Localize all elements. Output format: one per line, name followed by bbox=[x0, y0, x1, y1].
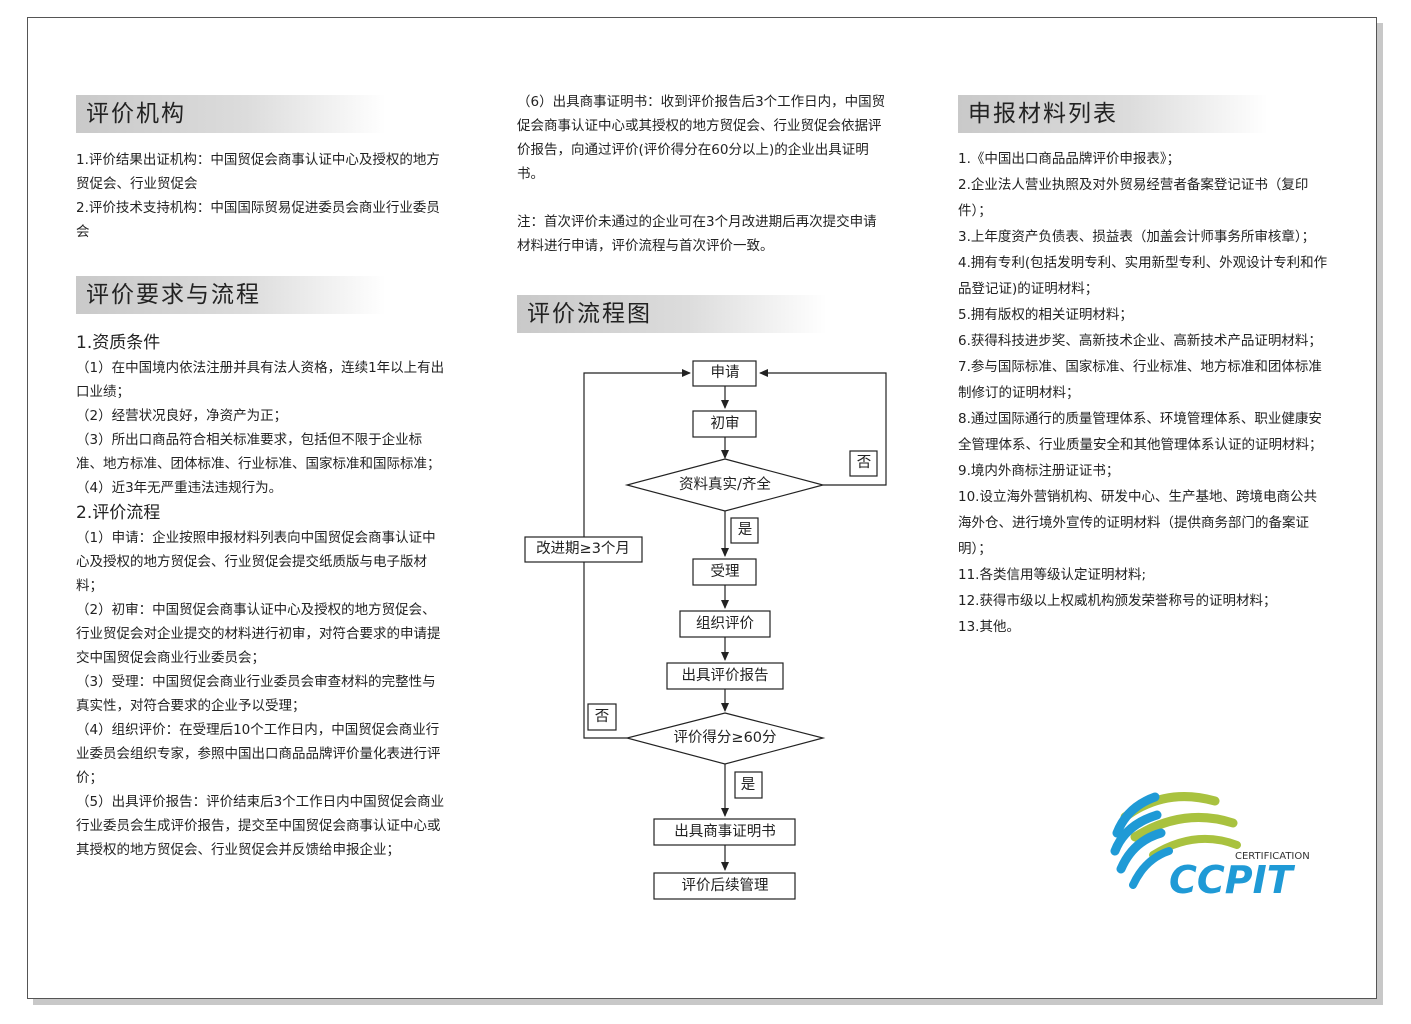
ccpit-logo: CERTIFICATION CCPIT bbox=[1110, 792, 1310, 902]
heading-requirements-process: 评价要求与流程 bbox=[76, 276, 386, 314]
node-apply bbox=[692, 360, 757, 387]
node-docs-check-text: 资料真实/齐全 bbox=[679, 475, 771, 493]
logo-certification-text: CERTIFICATION bbox=[1235, 851, 1310, 862]
process-item-3: （3）受理：中国贸促会商业行业委员会审查材料的完整性与真实性，对符合要求的企业予… bbox=[76, 674, 436, 714]
logo-ccpit-text: CCPIT bbox=[1169, 858, 1296, 902]
requirements-section: 1.资质条件 （1）在中国境内依法注册并具有法人资格，连续1年以上有出口业绩； … bbox=[76, 330, 446, 862]
logo-stripe-green-2 bbox=[1130, 812, 1238, 842]
logo-stripe-blue-1 bbox=[1112, 792, 1160, 838]
qualification-subheading: 1.资质条件 bbox=[76, 333, 161, 353]
node-organize bbox=[679, 610, 771, 638]
material-item: 3.上年度资产负债表、损益表（加盖会计师事务所审核章）； bbox=[958, 229, 1316, 245]
label-no1: 否 bbox=[857, 455, 872, 471]
logo-stripe-blue-4 bbox=[1129, 847, 1173, 889]
item6-block: （6）出具商事证明书：收到评价报告后3个工作日内，中国贸促会商事认证中心或其授权… bbox=[517, 90, 887, 186]
process-item-1: （1）申请：企业按照申报材料列表向中国贸促会商事认证中心及授权的地方贸促会、行业… bbox=[76, 530, 436, 594]
material-item: 1.《中国出口商品品牌评价申报表》； bbox=[958, 151, 1181, 167]
process-item-2: （2）初审：中国贸促会商事认证中心及授权的地方贸促会、行业贸促会对企业提交的材料… bbox=[76, 602, 441, 666]
process-item-6: （6）出具商事证明书：收到评价报告后3个工作日内，中国贸促会商事认证中心或其授权… bbox=[517, 94, 886, 182]
logo-stripe-blue-2 bbox=[1110, 810, 1162, 856]
note-text: 注：首次评价未通过的企业可在3个月改进期后再次提交申请材料进行申请，评价流程与首… bbox=[517, 214, 877, 254]
material-item: 10.设立海外营销机构、研发中心、生产基地、跨境电商公共海外仓、进行境外宣传的证… bbox=[958, 489, 1317, 557]
node-score-check-text: 评价得分≥60分 bbox=[673, 729, 776, 746]
heading-evaluation-org: 评价机构 bbox=[76, 95, 386, 133]
label-yes1-box bbox=[730, 517, 759, 544]
heading-flowchart: 评价流程图 bbox=[517, 295, 827, 333]
node-report bbox=[666, 662, 784, 690]
material-item: 9.境内外商标注册证证书； bbox=[958, 463, 1120, 479]
process-item-4: （4）组织评价：在受理后10个工作日内，中国贸促会商业行业委员会组织专家，参照中… bbox=[76, 722, 441, 786]
logo-stripe-blue-3 bbox=[1116, 828, 1166, 874]
qual-item-4: （4）近3年无严重违法违规行为。 bbox=[76, 480, 283, 496]
org-item-2: 2.评价技术支持机构：中国国际贸易促进委员会商业行业委员会 bbox=[76, 200, 440, 240]
material-item: 4.拥有专利(包括发明专利、实用新型专利、外观设计专利和作品登记证)的证明材料； bbox=[958, 255, 1328, 297]
material-item: 13.其他。 bbox=[958, 619, 1020, 635]
label-no2-box bbox=[587, 703, 617, 731]
node-initial-review bbox=[692, 410, 757, 438]
node-initial-review-text: 初审 bbox=[711, 415, 740, 432]
materials-list: 1.《中国出口商品品牌评价申报表》； 2.企业法人营业执照及对外贸易经营者备案登… bbox=[958, 146, 1330, 640]
label-yes1: 是 bbox=[738, 522, 753, 538]
qual-item-1: （1）在中国境内依法注册并具有法人资格，连续1年以上有出口业绩； bbox=[76, 360, 445, 400]
node-report-text: 出具评价报告 bbox=[682, 667, 769, 684]
node-score-check bbox=[624, 712, 826, 765]
qual-item-2: （2）经营状况良好，净资产为正； bbox=[76, 408, 288, 424]
material-item: 5.拥有版权的相关证明材料； bbox=[958, 307, 1133, 323]
label-yes2: 是 bbox=[741, 777, 756, 793]
node-certificate bbox=[653, 818, 796, 846]
process-item-5: （5）出具评价报告：评价结束后3个工作日内中国贸促会商业行业委员会生成评价报告，… bbox=[76, 794, 445, 858]
label-no1-box bbox=[849, 450, 878, 477]
label-no2: 否 bbox=[595, 709, 610, 725]
node-improve-text: 改进期≥3个月 bbox=[536, 540, 630, 557]
material-item: 8.通过国际通行的质量管理体系、环境管理体系、职业健康安全管理体系、行业质量安全… bbox=[958, 411, 1323, 453]
node-organize-text: 组织评价 bbox=[696, 615, 754, 632]
material-item: 12.获得市级以上权威机构颁发荣誉称号的证明材料； bbox=[958, 593, 1277, 609]
node-certificate-text: 出具商事证明书 bbox=[674, 823, 776, 840]
node-docs-check bbox=[624, 458, 826, 512]
node-accept-text: 受理 bbox=[711, 563, 740, 580]
material-item: 6.获得科技进步奖、高新技术企业、高新技术产品证明材料； bbox=[958, 333, 1322, 349]
material-item: 11.各类信用等级认定证明材料; bbox=[958, 567, 1147, 583]
node-accept bbox=[692, 558, 757, 586]
process-subheading: 2.评价流程 bbox=[76, 503, 161, 523]
node-apply-text: 申请 bbox=[711, 364, 740, 381]
note-block: 注：首次评价未通过的企业可在3个月改进期后再次提交申请材料进行申请，评价流程与首… bbox=[517, 210, 887, 258]
material-item: 7.参与国际标准、国家标准、行业标准、地方标准和团体标准制修订的证明材料； bbox=[958, 359, 1322, 401]
label-yes2-box bbox=[734, 771, 763, 799]
node-followup-text: 评价后续管理 bbox=[682, 877, 769, 894]
arrow-docs-no-loop bbox=[759, 369, 887, 486]
node-followup bbox=[653, 872, 796, 900]
org-item-1: 1.评价结果出证机构：中国贸促会商事认证中心及授权的地方贸促会、行业贸促会 bbox=[76, 152, 440, 192]
heading-materials-list: 申报材料列表 bbox=[958, 95, 1268, 133]
org-list: 1.评价结果出证机构：中国贸促会商事认证中心及授权的地方贸促会、行业贸促会 2.… bbox=[76, 148, 446, 244]
qual-item-3: （3）所出口商品符合相关标准要求，包括但不限于企业标准、地方标准、团体标准、行业… bbox=[76, 432, 441, 472]
node-improve bbox=[524, 536, 643, 563]
material-item: 2.企业法人营业执照及对外贸易经营者备案登记证书（复印件）； bbox=[958, 177, 1309, 219]
